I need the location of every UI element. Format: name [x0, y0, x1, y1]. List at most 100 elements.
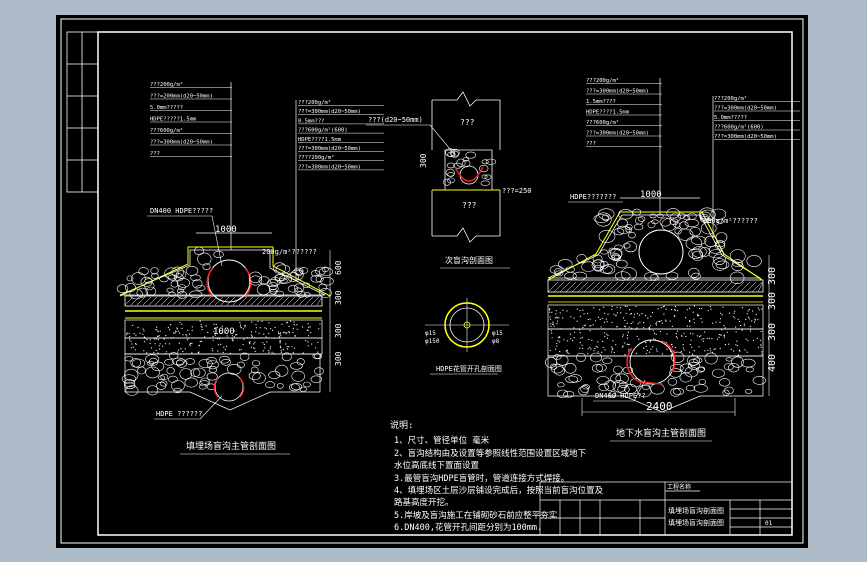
stipple-dot: [604, 335, 606, 337]
stipple-dot: [747, 316, 750, 318]
stipple-dot: [135, 343, 137, 345]
stipple-dot: [650, 315, 652, 317]
stipple-dot: [549, 349, 551, 352]
stipple-dot: [257, 320, 259, 322]
stipple-dot: [551, 332, 553, 334]
pipe-label-4: φ8: [492, 338, 500, 345]
gravel-stone: [592, 254, 603, 264]
stipple-dot: [602, 346, 604, 349]
gravel-stone: [251, 366, 259, 374]
gravel-stone: [689, 227, 701, 237]
callout-label: ???200g/m²: [150, 81, 183, 88]
stipple-dot: [702, 340, 705, 342]
stipple-dot: [626, 337, 629, 339]
callout-label: ???: [150, 151, 160, 157]
stipple-dot: [604, 332, 606, 334]
gravel-stone: [206, 360, 219, 370]
note-line-8: 6.DN400,花管开孔间距分别为100mm.: [394, 522, 542, 533]
stipple-dot: [175, 330, 177, 332]
stipple-dot: [615, 344, 617, 346]
stipple-dot: [201, 328, 203, 331]
stipple-dot: [652, 330, 654, 332]
stipple-dot: [242, 344, 244, 346]
stipple-dot: [173, 337, 175, 339]
gravel-stone: [728, 363, 740, 373]
hatch-line: [268, 296, 278, 306]
hatch-line: [256, 296, 266, 306]
gravel-stone: [708, 249, 724, 259]
stipple-dot: [655, 322, 657, 325]
gravel-stone: [189, 290, 203, 299]
stipple-dot: [240, 349, 242, 351]
stipple-dot: [728, 312, 731, 314]
middle-caption: 次盲沟剖面图: [445, 255, 493, 265]
stipple-dot: [721, 314, 723, 316]
gravel-stone: [691, 272, 701, 280]
stipple-dot: [191, 329, 193, 331]
stipple-dot: [749, 325, 752, 327]
gravel-stone: [553, 268, 563, 276]
stipple-dot: [251, 335, 253, 337]
note-line-1: 1、尺寸、管径单位 毫米: [394, 435, 490, 446]
gravel-stone: [174, 273, 184, 282]
stipple-dot: [212, 350, 214, 352]
stipple-dot: [200, 323, 202, 325]
gravel-stone: [672, 387, 684, 396]
stipple-dot: [728, 343, 730, 345]
gravel-stone: [268, 370, 281, 380]
left-base-hatch: [121, 296, 324, 396]
stipple-dot: [197, 352, 199, 354]
gravel-stone: [625, 227, 633, 233]
stipple-dot: [656, 321, 658, 323]
middle-section: ???(d20~50mm) ??? 300 ???=250 ??? 次盲沟剖面图…: [366, 91, 532, 375]
stipple-dot: [722, 306, 724, 308]
gravel-stone: [480, 180, 490, 186]
gravel-stone: [576, 254, 587, 264]
stipple-dot: [663, 305, 665, 307]
gravel-stone: [290, 362, 303, 370]
stipple-dot: [268, 350, 270, 352]
stipple-dot: [719, 318, 722, 320]
gravel-stone: [168, 375, 178, 383]
gravel-stone: [598, 208, 615, 220]
stipple-dot: [650, 325, 652, 327]
right-gravel-pattern: [549, 207, 762, 284]
stipple-dot: [255, 324, 257, 326]
gravel-stone: [291, 383, 303, 391]
hatch-line: [703, 281, 715, 293]
stipple-dot: [753, 321, 756, 323]
stipple-dot: [635, 328, 637, 330]
gravel-stone: [465, 151, 477, 159]
stipple-dot: [200, 325, 202, 327]
stipple-dot: [165, 335, 167, 337]
gravel-stone: [699, 211, 711, 220]
stipple-dot: [636, 327, 638, 329]
stipple-dot: [217, 338, 219, 340]
stipple-dot: [603, 306, 605, 308]
stipple-dot: [589, 318, 591, 320]
stipple-dot: [268, 322, 270, 324]
gravel-stone: [296, 358, 305, 366]
gravel-stone: [616, 218, 629, 228]
gravel-stone: [199, 380, 210, 387]
stipple-dot: [279, 345, 282, 347]
stipple-dot: [711, 322, 714, 324]
gravel-stone: [615, 373, 629, 384]
callout-label: ???=300mm(d20~50mm): [586, 131, 649, 137]
stipple-dot: [296, 324, 298, 326]
stipple-dot: [143, 350, 145, 352]
stipple-dot: [696, 315, 699, 317]
gravel-stone: [710, 208, 727, 220]
stipple-dot: [682, 347, 684, 349]
stipple-dot: [589, 346, 591, 349]
stipple-dot: [157, 352, 159, 354]
stipple-dot: [566, 340, 569, 342]
stipple-dot: [182, 334, 184, 336]
stipple-dot: [587, 318, 589, 321]
stipple-dot: [232, 339, 234, 341]
gravel-stone: [610, 373, 622, 384]
callout-label: ???=300mm(d20~50mm): [298, 109, 361, 115]
stipple-dot: [583, 313, 585, 315]
callout-label: ???=300mm(d20~50mm): [714, 106, 777, 112]
